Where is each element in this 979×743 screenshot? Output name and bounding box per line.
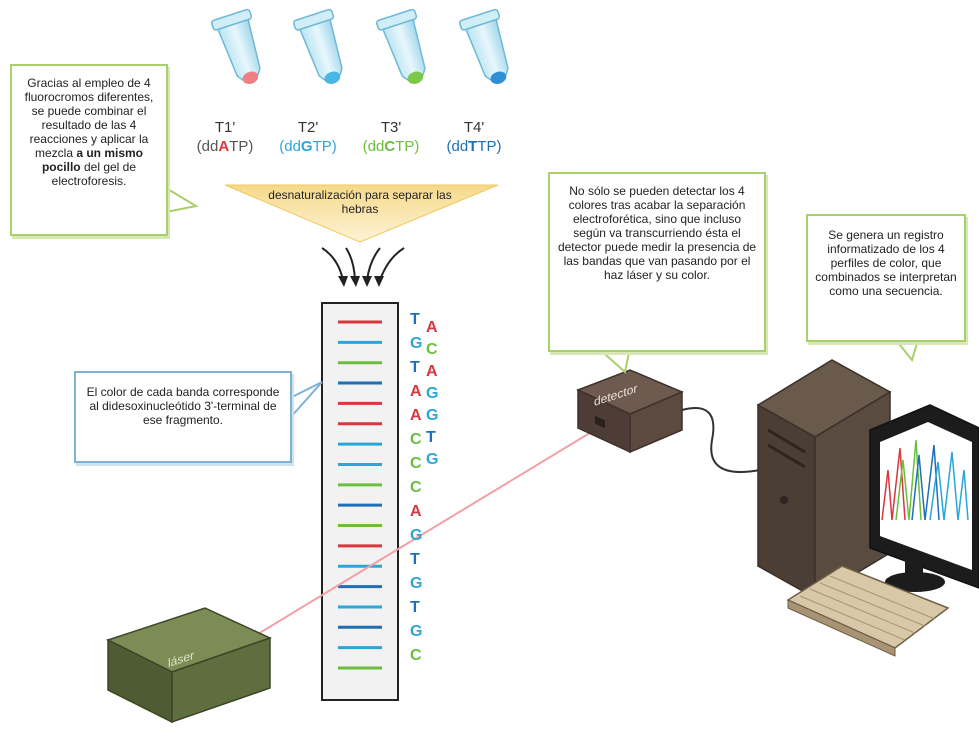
tube-nucleotide: (ddATP) (196, 138, 254, 155)
laser-device (106, 607, 273, 724)
sequence-letter: A (426, 363, 438, 380)
band-bubble-tail (289, 381, 323, 421)
tube-nucleotide: (ddTTP) (446, 138, 502, 155)
sequence-letter: C (410, 647, 422, 664)
keyboard (786, 565, 950, 657)
laser-beam (247, 427, 599, 641)
tube-label-t3: T3' (ddCTP) (351, 118, 431, 156)
sequence-letter: C (410, 479, 422, 496)
tube-nucleotide: (ddGTP) (279, 138, 337, 155)
sequence-letter: T (426, 429, 436, 446)
tube-label-t2: T2' (ddGTP) (268, 118, 348, 156)
sequence-letter: G (426, 385, 439, 402)
sequence-letter: C (426, 341, 438, 358)
sequence-letter: C (410, 455, 422, 472)
sequence-letter: G (410, 335, 423, 352)
tube-t1 (211, 8, 261, 84)
detector-cable (681, 407, 761, 473)
tube-name: T3' (380, 119, 402, 136)
tube-t4 (459, 8, 509, 84)
tube-nucleotide: (ddCTP) (362, 138, 420, 155)
computer-callout: Se genera un registro informatizado de l… (806, 214, 966, 342)
sequence-letter: T (410, 311, 420, 328)
tube-t2 (293, 8, 343, 84)
monitor (869, 404, 979, 592)
sequence-letter: G (426, 451, 439, 468)
detector-callout: No sólo se pueden detectar los 4 colores… (548, 172, 766, 352)
tube-name: T4' (463, 119, 485, 136)
tube-t3 (376, 8, 426, 84)
sequence-letter: G (410, 575, 423, 592)
sequence-letter: A (410, 407, 422, 424)
fluorochrome-callout: Gracias al empleo de 4 fluorocromos dife… (10, 64, 168, 236)
tube-label-t1: T1' (ddATP) (185, 118, 265, 156)
sequence-letter: G (410, 527, 423, 544)
sequence-letter: T (410, 359, 420, 376)
sequence-letter: A (410, 503, 422, 520)
sequence-letter: G (426, 407, 439, 424)
callout-text-end: del gel de electroforesis. (51, 160, 137, 188)
sequence-letter: T (410, 599, 420, 616)
gel-lane (321, 302, 399, 701)
callout-bold-text: a un mismo pocillo (41, 146, 144, 174)
callout-text: Gracias al empleo de 4 fluorocromos dife… (24, 76, 154, 160)
sequence-letter: A (426, 319, 438, 336)
denaturation-arrow (224, 184, 499, 243)
tube-name: T1' (214, 119, 236, 136)
left-bubble-tail (165, 186, 199, 214)
tube-name: T2' (297, 119, 319, 136)
band-color-callout: El color de cada banda corresponde al di… (74, 371, 292, 463)
sequence-letter: G (410, 623, 423, 640)
denaturation-label: desnaturalización para separar las hebra… (268, 188, 452, 216)
gel-bands (338, 320, 382, 670)
detector-device (576, 369, 684, 454)
sequence-letter: A (410, 383, 422, 400)
chromatogram-traces (881, 439, 969, 521)
sequence-letter: C (410, 431, 422, 448)
tube-label-t4: T4' (ddTTP) (434, 118, 514, 156)
curved-arrows (321, 247, 405, 281)
sequence-letter: T (410, 551, 420, 568)
computer-bubble-tail (893, 339, 920, 363)
